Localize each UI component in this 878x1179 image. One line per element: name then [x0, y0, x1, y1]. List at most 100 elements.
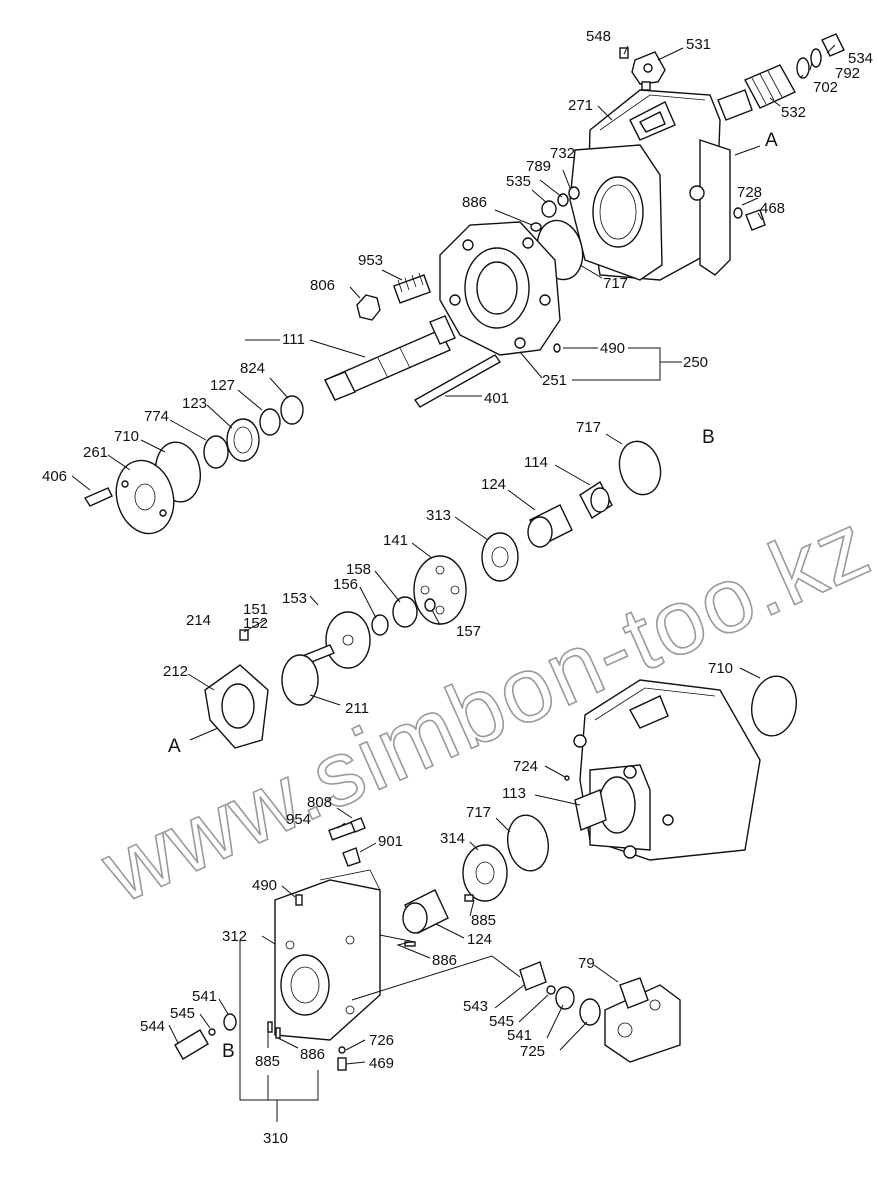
- valve-plate-313: [481, 532, 519, 582]
- section-mark-a-bottom: A: [168, 736, 181, 757]
- callout-156: 156: [333, 576, 358, 593]
- callout-792: 792: [835, 65, 860, 82]
- pin-724: [564, 775, 570, 781]
- cover-251: [439, 221, 561, 356]
- callout-789: 789: [526, 158, 551, 175]
- callout-545-left: 545: [170, 1005, 195, 1022]
- bolt-469: [337, 1057, 347, 1071]
- callout-310: 310: [263, 1130, 288, 1147]
- callout-717-mid: 717: [576, 419, 601, 436]
- spacer-127: [259, 408, 281, 436]
- shaft-111: [324, 315, 456, 401]
- pin-885-upper: [464, 894, 474, 902]
- shoe-152: [239, 629, 249, 641]
- callout-774: 774: [144, 408, 169, 425]
- callout-469: 469: [369, 1055, 394, 1072]
- callout-806: 806: [310, 277, 335, 294]
- callout-212: 212: [163, 663, 188, 680]
- callout-468: 468: [760, 200, 785, 217]
- bearing-123: [226, 418, 260, 462]
- callout-728: 728: [737, 184, 762, 201]
- callout-250: 250: [683, 354, 708, 371]
- retainer-plate-153: [325, 611, 371, 669]
- callout-953: 953: [358, 252, 383, 269]
- ring-792: [810, 48, 822, 68]
- callout-808: 808: [307, 794, 332, 811]
- callout-401: 401: [484, 390, 509, 407]
- spherical-bush-158: [392, 596, 418, 628]
- seal-parts-535-789-732: [530, 186, 580, 232]
- pin-401: [413, 354, 502, 408]
- adjust-screw-532: [717, 64, 796, 121]
- callout-labels: 548 531 534 792 702 532 271 732 789 535 …: [42, 28, 873, 1147]
- callout-541-left: 541: [192, 988, 217, 1005]
- plug-901: [342, 847, 361, 867]
- callout-535: 535: [506, 173, 531, 190]
- callout-534: 534: [848, 50, 873, 67]
- callout-113: 113: [502, 785, 526, 802]
- cylinder-block-141: [413, 555, 467, 625]
- valve-plate-314: [462, 844, 508, 902]
- callout-111: 111: [282, 331, 305, 348]
- callout-152: 152: [243, 615, 268, 632]
- callout-314: 314: [440, 830, 465, 847]
- callout-114: 114: [524, 454, 548, 471]
- seal-cover-261: [115, 459, 175, 535]
- needle-bearing-124-upper: [527, 504, 573, 548]
- callout-954: 954: [286, 811, 311, 828]
- callout-544: 544: [140, 1018, 165, 1035]
- leader-lines: [71, 44, 836, 1122]
- callout-726: 726: [369, 1032, 394, 1049]
- section-mark-b-mid: B: [702, 427, 715, 448]
- callout-532: 532: [781, 104, 806, 121]
- callout-548: 548: [586, 28, 611, 45]
- section-mark-b-bottom: B: [222, 1041, 235, 1062]
- oring-710-right: [751, 675, 797, 737]
- callout-313: 313: [426, 507, 451, 524]
- pin-490-lower: [295, 894, 303, 906]
- callout-541-right: 541: [507, 1027, 532, 1044]
- pin-490-upper: [553, 343, 561, 353]
- callout-732: 732: [550, 145, 575, 162]
- callout-725: 725: [520, 1043, 545, 1060]
- callout-717-top: 717: [603, 275, 628, 292]
- callout-490-lower: 490: [252, 877, 277, 894]
- callout-124-lower: 124: [467, 931, 492, 948]
- oring-717-lower: [507, 814, 549, 872]
- nut-806: [356, 294, 381, 321]
- callout-127: 127: [210, 377, 235, 394]
- callout-724: 724: [513, 758, 538, 775]
- callout-151: 151: [243, 601, 268, 618]
- plug-531-548: [619, 47, 666, 91]
- callout-710-top: 710: [114, 428, 139, 445]
- callout-79: 79: [578, 955, 595, 972]
- oring-702: [796, 57, 810, 79]
- callout-141: 141: [383, 532, 408, 549]
- oring-717-mid: [618, 440, 662, 496]
- callout-885-lower: 885: [255, 1053, 280, 1070]
- plug-parts-543-545-541-725: [519, 961, 601, 1026]
- callout-211: 211: [345, 700, 369, 717]
- snap-ring-824: [280, 395, 304, 425]
- seal-774: [203, 435, 229, 469]
- spline-coupling-114: [579, 480, 613, 520]
- callout-886-top: 886: [462, 194, 487, 211]
- pump-housing-assembly: [573, 679, 761, 861]
- valve-block-312: [274, 869, 381, 1041]
- callout-886-mid: 886: [432, 952, 457, 969]
- callout-543: 543: [463, 998, 488, 1015]
- spring-953: [392, 272, 432, 304]
- callout-124-mid: 124: [481, 476, 506, 493]
- oring-726: [338, 1046, 346, 1054]
- callout-251: 251: [542, 372, 567, 389]
- callout-123: 123: [182, 395, 207, 412]
- swash-plate-212: [204, 664, 269, 749]
- callout-886-lower: 886: [300, 1046, 325, 1063]
- callout-261: 261: [83, 444, 108, 461]
- callout-901: 901: [378, 833, 403, 850]
- callout-545-right: 545: [489, 1013, 514, 1030]
- callout-406: 406: [42, 468, 67, 485]
- plug-parts-541-545-544: [174, 1013, 237, 1060]
